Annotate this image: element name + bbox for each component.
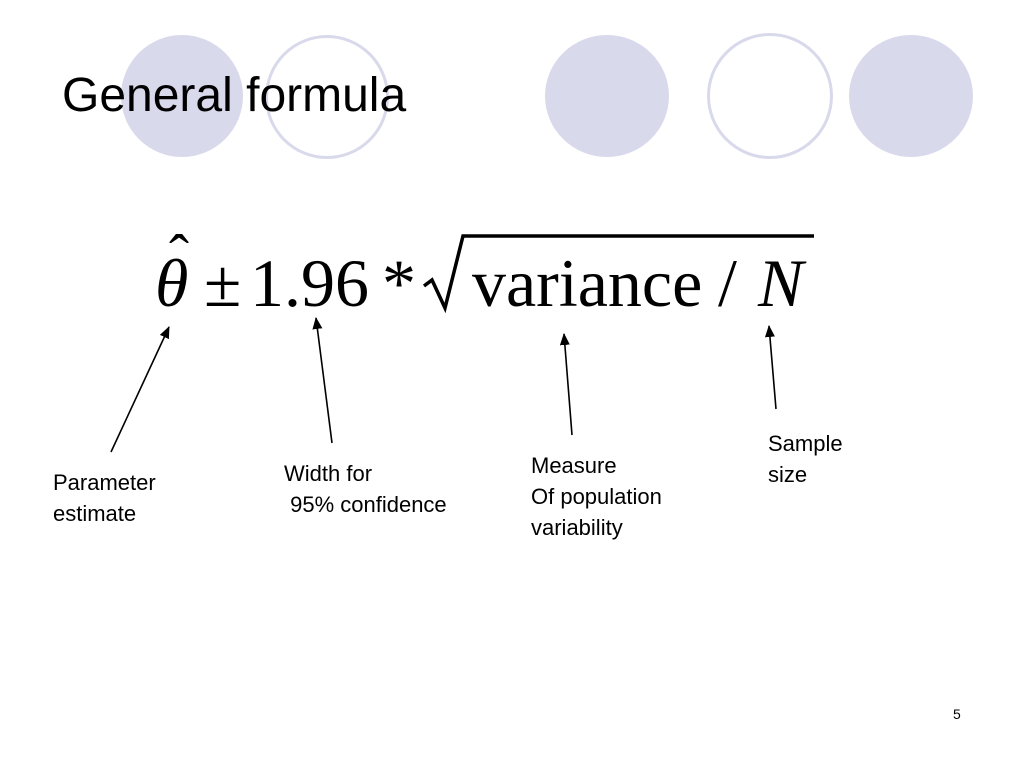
- arrow-variability: [559, 333, 573, 436]
- slide-number: 5: [953, 706, 961, 722]
- confidence-interval-formula: θ ˆ ± 1.96 * variance / N: [150, 223, 830, 324]
- decorative-ring-1: [265, 35, 389, 159]
- multiply-symbol: *: [382, 245, 416, 321]
- sample-size-label: Sample size: [768, 431, 843, 487]
- width-for-confidence-label: Width for 95% confidence: [284, 461, 447, 517]
- population-variability-label: Measure Of population variability: [531, 453, 662, 540]
- decorative-ring-2: [707, 33, 833, 159]
- decorative-circle-1: [121, 35, 243, 157]
- arrow-width: [312, 317, 333, 444]
- square-root-sign: [422, 234, 814, 314]
- plus-minus-symbol: ±: [204, 245, 241, 321]
- decorative-circle-3: [849, 35, 973, 157]
- hat-symbol: ˆ: [169, 223, 189, 289]
- slide-title: General formula: [62, 69, 407, 122]
- theta-symbol: θ: [155, 245, 188, 321]
- divide-symbol: /: [718, 245, 737, 321]
- sample-size-symbol: N: [757, 245, 807, 321]
- parameter-estimate-label: Parameter estimate: [53, 470, 156, 526]
- arrow-parameter: [110, 326, 170, 453]
- arrow-sample-size: [764, 325, 777, 410]
- decorative-circle-2: [545, 35, 669, 157]
- z-value: 1.96: [250, 245, 369, 321]
- radicand-variance: variance: [472, 245, 702, 321]
